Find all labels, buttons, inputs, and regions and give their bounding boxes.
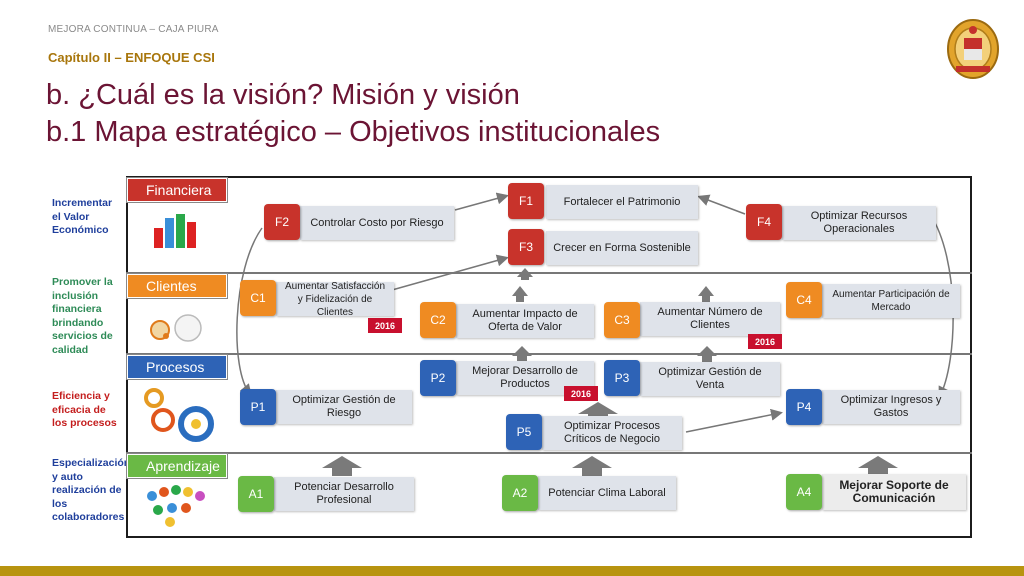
people-group-icon (147, 485, 205, 527)
gears-icon (144, 388, 214, 442)
presentation-header: MEJORA CONTINUA – CAJA PIURA (48, 24, 219, 35)
objective-c2-label: Aumentar Impacto de Oferta de Valor (456, 304, 594, 338)
perspective-clientes: Clientes (127, 274, 227, 298)
objective-p2-code: P2 (420, 360, 456, 396)
objective-f1-label: Fortalecer el Patrimonio (546, 185, 698, 219)
objective-p1-code: P1 (240, 389, 276, 425)
objective-p3-label: Optimizar Gestión de Venta (640, 362, 780, 396)
objective-a2-label: Potenciar Clima Laboral (538, 476, 676, 510)
objective-p5-code: P5 (506, 414, 542, 450)
objective-c1-label: Aumentar Satisfacción y Fidelización de … (276, 281, 394, 318)
side-label-financiera: Incrementar el Valor Económico (52, 197, 113, 236)
crest-logo (947, 19, 999, 79)
separator-clientes (126, 353, 972, 355)
objective-f1-code: F1 (508, 183, 544, 219)
slide-title: b. ¿Cuál es la visión? Misión y visión (46, 79, 520, 111)
year-tag-p2: 2016 (564, 386, 598, 401)
objective-f2-code: F2 (264, 204, 300, 240)
objective-f3-label: Crecer en Forma Sostenible (546, 231, 698, 265)
footer-accent-bar (0, 566, 1024, 576)
objective-a1-label: Potenciar Desarrollo Profesional (274, 477, 414, 511)
objective-f2-label: Controlar Costo por Riesgo (300, 206, 454, 240)
objective-f3-code: F3 (508, 229, 544, 265)
objective-c3-code: C3 (604, 302, 640, 338)
year-tag-c3: 2016 (748, 334, 782, 349)
objective-p5-label: Optimizar Procesos Críticos de Negocio (542, 416, 682, 450)
slide-subtitle: b.1 Mapa estratégico – Objetivos institu… (46, 116, 661, 148)
perspective-procesos: Procesos (127, 355, 227, 379)
objective-c4-code: C4 (786, 282, 822, 318)
chapter-label: Capítulo II – ENFOQUE CSI (48, 50, 215, 65)
objective-p4-label: Optimizar Ingresos y Gastos (822, 390, 960, 424)
side-label-aprendizaje: Especialización y auto realización de lo… (52, 457, 131, 523)
perspective-aprendizaje: Aprendizaje (127, 454, 227, 478)
objective-f4-code: F4 (746, 204, 782, 240)
year-tag-c1: 2016 (368, 318, 402, 333)
block-arrows (322, 268, 898, 476)
side-label-clientes: Promover la inclusión financiera brindan… (52, 276, 113, 356)
objective-p1-label: Optimizar Gestión de Riesgo (276, 390, 412, 424)
objective-a2-code: A2 (502, 475, 538, 511)
coins-icon (150, 314, 202, 342)
objective-a1-code: A1 (238, 476, 274, 512)
objective-c2-code: C2 (420, 302, 456, 338)
objective-a4-label: Mejorar Soporte de Comunicación (822, 474, 966, 510)
money-chart-icon (154, 214, 196, 248)
side-label-procesos: Eficiencia y eficacia de los procesos (52, 390, 117, 429)
objective-f4-label: Optimizar Recursos Operacionales (782, 206, 936, 240)
separator-financiera (126, 272, 972, 274)
separator-procesos (126, 452, 972, 454)
objective-c3-label: Aumentar Número de Clientes (640, 302, 780, 336)
objective-c1-code: C1 (240, 280, 276, 316)
perspective-financiera: Financiera (127, 178, 227, 202)
objective-c4-label: Aumentar Participación de Mercado (822, 284, 960, 318)
objective-p3-code: P3 (604, 360, 640, 396)
objective-a4-code: A4 (786, 474, 822, 510)
objective-p4-code: P4 (786, 389, 822, 425)
